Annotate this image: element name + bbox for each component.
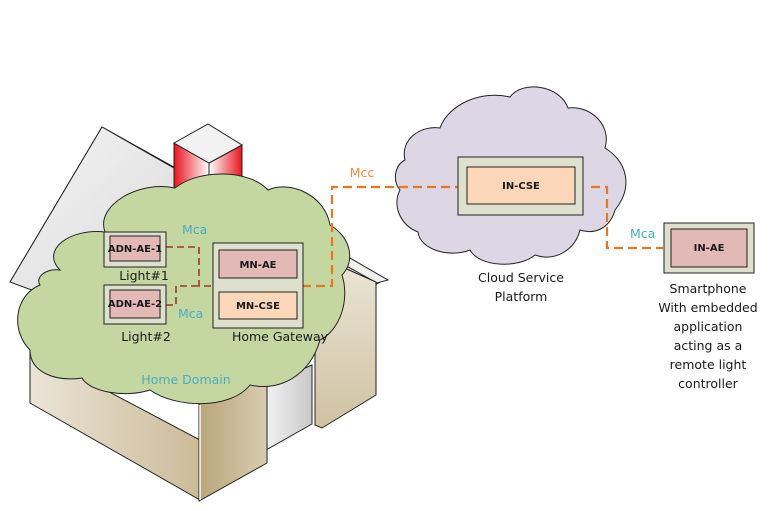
- in-cse-node[interactable]: IN-CSE: [457, 156, 584, 216]
- light1-node[interactable]: ADN-AE-1: [103, 231, 167, 268]
- in-ae-node[interactable]: IN-AE: [663, 222, 755, 274]
- smartphone-caption-line: Smartphone: [670, 281, 747, 296]
- mca-line-light2: [166, 285, 199, 306]
- light2-node[interactable]: ADN-AE-2: [103, 284, 167, 325]
- cloud-caption-line2: Platform: [495, 289, 548, 304]
- mca-line-light1: [166, 246, 213, 287]
- mn-cse-label: MN-CSE: [236, 301, 280, 312]
- home-gateway-caption: Home Gateway: [232, 329, 329, 344]
- mca-line-smartphone: [591, 185, 663, 250]
- home-gateway-node[interactable]: MN-AE MN-CSE: [212, 242, 304, 329]
- mca-label-bottom: Mca: [178, 306, 203, 321]
- in-cse-label: IN-CSE: [502, 181, 540, 192]
- mca-label-top: Mca: [182, 222, 207, 237]
- smartphone-caption-line: With embedded: [658, 300, 757, 315]
- mn-ae-label: MN-AE: [239, 260, 276, 271]
- mn-cse-box[interactable]: [218, 291, 298, 320]
- home-domain-label: Home Domain: [141, 372, 230, 387]
- mn-ae-box[interactable]: [218, 249, 298, 279]
- light1-caption: Light#1: [119, 268, 169, 283]
- mca-label-smartphone: Mca: [630, 226, 655, 241]
- smartphone-caption-line: acting as a: [674, 338, 743, 353]
- mcc-line: [302, 185, 458, 288]
- adn-ae-1-label: ADN-AE-1: [108, 244, 162, 255]
- light2-caption: Light#2: [121, 329, 171, 344]
- home-domain-cloud: [17, 173, 351, 405]
- smartphone-caption-line: controller: [678, 376, 738, 391]
- cloud-caption-line1: Cloud Service: [478, 270, 564, 285]
- in-ae-label: IN-AE: [694, 243, 725, 254]
- smartphone-caption: Smartphone With embedded application act…: [658, 281, 757, 391]
- smartphone-caption-line: remote light: [670, 357, 747, 372]
- mcc-label: Mcc: [350, 165, 375, 180]
- smartphone-caption-line: application: [674, 319, 743, 334]
- adn-ae-2-label: ADN-AE-2: [108, 299, 162, 310]
